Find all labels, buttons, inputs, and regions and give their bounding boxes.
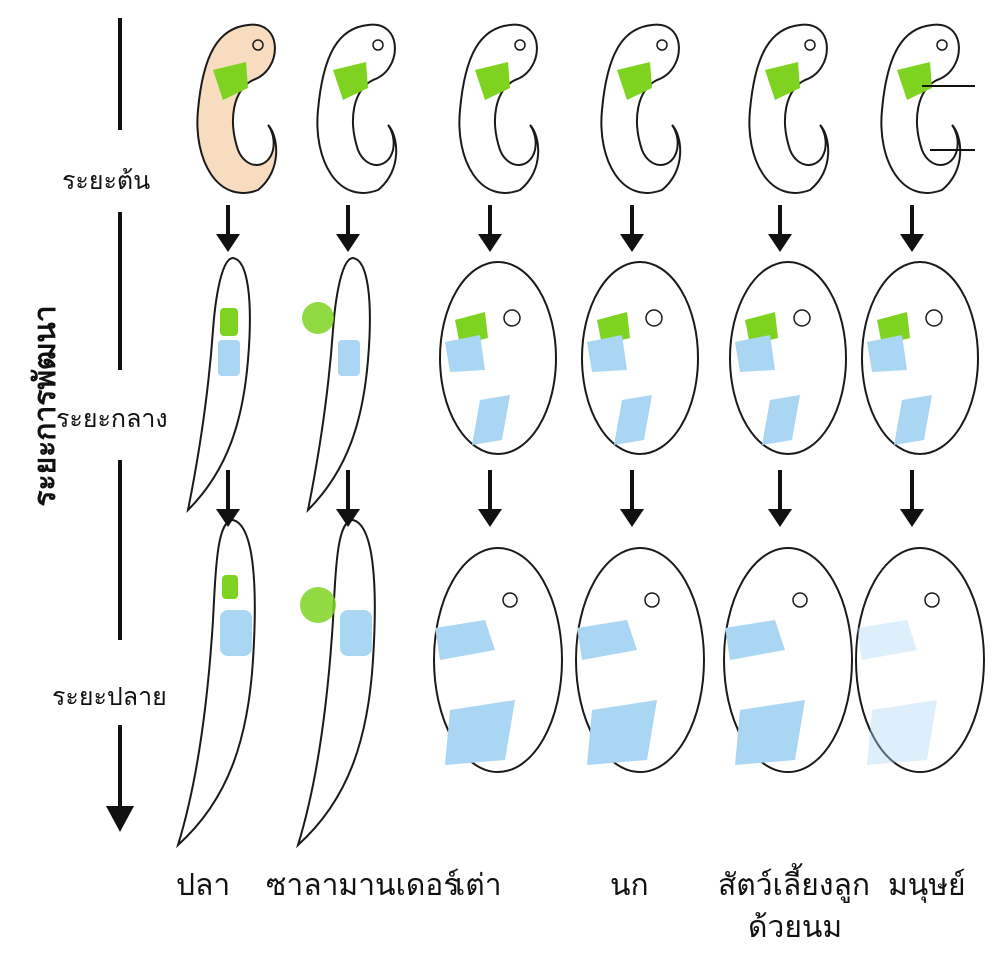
gill-arch: [220, 308, 238, 336]
stage-arrow: [216, 205, 240, 252]
arrow-head: [336, 234, 360, 252]
hind-limb: [587, 700, 657, 765]
gill-arch: [222, 575, 238, 599]
species-label-salamander: ซาลามานเดอร์: [266, 866, 459, 906]
species-label-mammal: สัตว์เลี้ยงลูก: [718, 866, 870, 906]
embryo-early-human: [881, 25, 960, 193]
species-label-fish: ปลา: [176, 866, 230, 906]
external-gills: [302, 302, 334, 334]
arrow-head: [900, 509, 924, 527]
embryo-body: [178, 520, 255, 845]
embryo-late-fish: [178, 520, 255, 845]
pointer-lines: [922, 86, 975, 150]
stage-arrow: [620, 470, 644, 527]
embryo-late-bird: [576, 548, 704, 772]
embryo-early-mammal: [749, 25, 828, 193]
embryo-body: [317, 25, 396, 193]
embryo-body: [188, 258, 250, 510]
species-label-bird: นก: [610, 866, 649, 906]
arrow-head: [768, 509, 792, 527]
arrow-head: [620, 234, 644, 252]
arrow-head: [900, 234, 924, 252]
hind-limb: [445, 700, 515, 765]
arrow-head: [620, 509, 644, 527]
stage-label-early: ระยะต้น: [58, 164, 154, 198]
hind-limb: [867, 700, 937, 765]
embryo-middle-turtle: [440, 262, 556, 454]
limb-bud: [218, 340, 240, 376]
embryo-early-salamander: [317, 25, 396, 193]
axis-title: ระยะการพัฒนา: [22, 296, 69, 516]
stage-arrow: [900, 205, 924, 252]
embryo-body: [197, 25, 276, 193]
stage-arrow: [620, 205, 644, 252]
embryo-middle-bird: [582, 262, 698, 454]
stage-arrow: [900, 470, 924, 527]
embryo-body: [298, 520, 375, 845]
embryo-middle-mammal: [730, 262, 846, 454]
hind-limb: [735, 700, 805, 765]
species-label-turtle: เต่า: [455, 866, 502, 906]
embryo-early-turtle: [459, 25, 538, 193]
embryo-body: [881, 25, 960, 193]
stage-arrow: [478, 205, 502, 252]
arrow-head: [768, 234, 792, 252]
embryo-early-fish: [197, 25, 276, 193]
embryo-body: [749, 25, 828, 193]
embryo-middle-fish: [188, 258, 250, 510]
embryo-late-human: [856, 548, 984, 772]
stage-arrow: [478, 470, 502, 527]
embryo-body: [601, 25, 680, 193]
arrow-head: [478, 234, 502, 252]
stage-label-middle: ระยะกลาง: [52, 402, 172, 436]
arrow-head: [216, 234, 240, 252]
axis-arrowhead: [106, 806, 134, 832]
embryo-early-bird: [601, 25, 680, 193]
embryo-middle-salamander: [302, 258, 370, 510]
stage-arrow: [768, 470, 792, 527]
embryo-late-mammal: [724, 548, 852, 772]
embryo-middle-human: [862, 262, 978, 454]
limb-bud: [340, 610, 372, 656]
embryo-body: [459, 25, 538, 193]
limb-bud: [338, 340, 360, 376]
stage-arrow: [336, 205, 360, 252]
limb-bud: [220, 610, 252, 656]
stage-arrow: [216, 470, 240, 527]
species-label-human: มนุษย์: [888, 866, 966, 906]
stage-arrow: [336, 470, 360, 527]
embryo-body: [308, 258, 370, 510]
embryo-late-salamander: [298, 520, 375, 845]
external-gills: [300, 587, 336, 623]
species-label-mammal-line2: ด้วยนม: [748, 908, 842, 948]
embryo-late-turtle: [434, 548, 562, 772]
arrow-head: [478, 509, 502, 527]
stage-arrow: [768, 205, 792, 252]
stage-label-late: ระยะปลาย: [48, 680, 171, 714]
